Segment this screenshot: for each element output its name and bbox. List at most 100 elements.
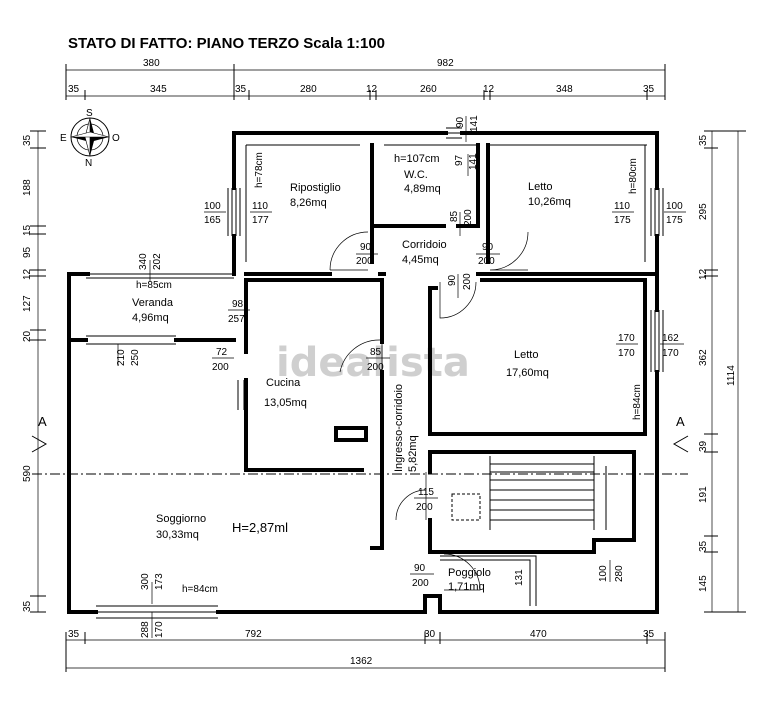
- dim-bot-30: 30: [424, 629, 436, 640]
- rip-win-bot: 177: [252, 215, 269, 226]
- dimension-lines-top: [65, 64, 666, 100]
- ver-top2: 202: [152, 253, 163, 270]
- letto1-win-bot: 175: [614, 215, 631, 226]
- room-wc-area: 4,89mq: [404, 183, 441, 195]
- room-veranda-area: 4,96mq: [132, 312, 169, 324]
- corr-door1-top: 90: [360, 242, 372, 253]
- dimension-lines-bottom: [65, 632, 666, 672]
- pog-131: 131: [514, 569, 525, 586]
- room-veranda-name: Veranda: [132, 297, 174, 309]
- sog-300: 300: [140, 573, 151, 590]
- walls: [67, 131, 659, 614]
- dim-right-1114: 1114: [726, 365, 737, 386]
- dim-left-15: 15: [22, 224, 33, 236]
- section-arrow-right-icon: [672, 435, 689, 453]
- ver-257: 257: [228, 314, 245, 325]
- letto2-ext-top: 162: [662, 333, 679, 344]
- dim-bot-35a: 35: [68, 629, 80, 640]
- windows: [96, 127, 664, 619]
- dim-left-20: 20: [22, 330, 33, 342]
- dim-left-127: 127: [22, 295, 33, 312]
- watermark: idealista: [276, 340, 470, 386]
- rip-ext-top: 100: [204, 201, 221, 212]
- room-ingresso-name: Ingresso-corridoio: [393, 384, 405, 472]
- ing-door-top: 115: [418, 487, 434, 498]
- dim-bot-1362: 1362: [350, 656, 373, 667]
- compass-n: N: [85, 158, 92, 169]
- dim-top-348: 348: [556, 84, 573, 95]
- ceiling-height-note: H=2,87ml: [232, 520, 288, 535]
- dim-right-12: 12: [698, 268, 709, 280]
- wc-h: h=107cm: [394, 153, 440, 165]
- room-letto2-area: 17,60mq: [506, 367, 549, 379]
- staircase: [451, 456, 607, 606]
- opening-fraction-lines: [117, 116, 686, 638]
- plan-title: STATO DI FATTO: PIANO TERZO Scala 1:100: [68, 35, 385, 52]
- section-mark-right: A: [676, 414, 685, 429]
- room-poggiolo-name: Poggiolo: [448, 567, 491, 579]
- dim-left-590: 590: [22, 465, 33, 482]
- room-letto1-area: 10,26mq: [528, 196, 571, 208]
- dim-top-260: 260: [420, 84, 437, 95]
- room-wc-name: W.C.: [404, 169, 428, 181]
- ver-210: 210: [116, 349, 127, 366]
- dim-bot-470: 470: [530, 629, 547, 640]
- letto2-ext-bot: 170: [662, 348, 679, 359]
- dim-top-280: 280: [300, 84, 317, 95]
- dimension-lines-right: [704, 130, 746, 613]
- ver-top: 340: [138, 253, 149, 270]
- dim-top-380: 380: [143, 58, 160, 69]
- pog-door-bot: 200: [412, 578, 429, 589]
- ver-h: h=85cm: [136, 280, 172, 291]
- dim-right-362: 362: [698, 349, 709, 366]
- corr-door2-bot: 200: [478, 256, 495, 267]
- wc-141: 141: [468, 153, 479, 170]
- letto1-win-top: 110: [614, 201, 630, 212]
- compass-o: O: [112, 133, 120, 144]
- stair-100: 100: [598, 565, 609, 582]
- dim-left-12: 12: [22, 268, 33, 280]
- room-letto2-name: Letto: [514, 349, 538, 361]
- dimension-lines-left: [30, 130, 46, 613]
- dim-top-35b: 35: [235, 84, 247, 95]
- dim-top-35c: 35: [643, 84, 655, 95]
- dim-left-95: 95: [22, 246, 33, 258]
- dim-top-12a: 12: [366, 84, 378, 95]
- dim-right-35a: 35: [698, 134, 709, 146]
- ing-door-bot: 200: [416, 502, 433, 513]
- rip-win-top: 110: [252, 201, 268, 212]
- wc-door-bot: 200: [463, 209, 474, 226]
- cuc-door-top: 72: [216, 347, 228, 358]
- letto2-door-bot: 200: [462, 273, 473, 290]
- letto2-win-top: 170: [618, 333, 635, 344]
- stair-280: 280: [614, 565, 625, 582]
- pog-door-top: 90: [414, 563, 426, 574]
- door-swings: [329, 231, 529, 591]
- dim-bot-35b: 35: [643, 629, 655, 640]
- sog-173: 173: [154, 573, 165, 590]
- room-soggiorno-area: 30,33mq: [156, 529, 199, 541]
- room-letto1-name: Letto: [528, 181, 552, 193]
- dim-left-35a: 35: [22, 134, 33, 146]
- letto2-h: h=84cm: [632, 384, 643, 420]
- compass-e: E: [60, 133, 67, 144]
- cuc-85: 85: [370, 347, 382, 358]
- dim-top-345: 345: [150, 84, 167, 95]
- cuc-door-bot: 200: [212, 362, 229, 373]
- dim-right-145: 145: [698, 575, 709, 592]
- wc-97: 97: [454, 154, 465, 166]
- room-corridoio-area: 4,45mq: [402, 254, 439, 266]
- wc-door-top: 85: [449, 210, 460, 222]
- rip-ext-bot: 165: [204, 215, 221, 226]
- compass-s: S: [86, 108, 93, 119]
- room-ripostiglio-area: 8,26mq: [290, 197, 327, 209]
- rip-h: h=78cm: [254, 152, 265, 188]
- compass-rose-icon: [70, 117, 110, 157]
- dim-right-35b: 35: [698, 540, 709, 552]
- dim-top-35a: 35: [68, 84, 80, 95]
- letto1-h: h=80cm: [628, 158, 639, 194]
- corr-door2-top: 90: [482, 242, 494, 253]
- dim-top-982: 982: [437, 58, 454, 69]
- dim-right-39: 39: [698, 440, 709, 452]
